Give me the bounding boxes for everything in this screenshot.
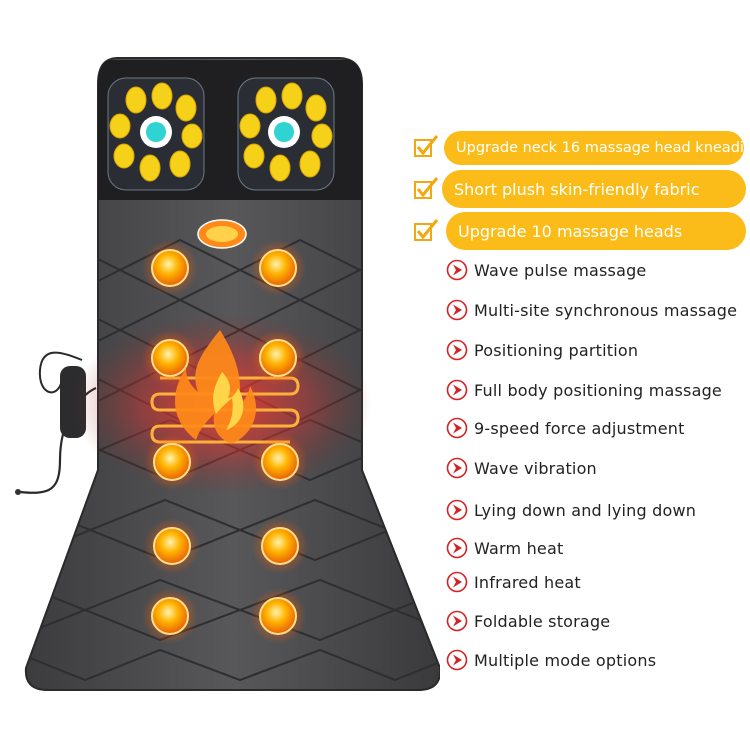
red-arrow-circle-icon xyxy=(446,299,468,321)
feature-item: Multiple mode options xyxy=(446,647,656,673)
check-mark-icon xyxy=(414,219,439,241)
feature-item: Positioning partition xyxy=(446,337,638,363)
massage-head xyxy=(151,339,189,377)
check-mark-icon xyxy=(414,135,439,157)
feature-item: Foldable storage xyxy=(446,608,610,634)
feature-item: Wave vibration xyxy=(446,455,597,481)
feature-label: Warm heat xyxy=(474,538,564,558)
feature-label: Foldable storage xyxy=(474,611,611,631)
red-arrow-circle-icon xyxy=(446,379,468,401)
massage-head xyxy=(151,249,189,287)
feature-item: Full body positioning massage xyxy=(446,377,722,403)
massage-head xyxy=(261,527,299,565)
feature-label: 9-speed force adjustment xyxy=(474,418,685,438)
feature-label: Multi-site synchronous massage xyxy=(474,300,738,320)
massage-head xyxy=(151,597,189,635)
feature-label: Wave pulse massage xyxy=(474,260,647,280)
feature-item: Wave pulse massage xyxy=(446,257,646,283)
massage-mat-image xyxy=(15,57,440,691)
feature-label: Full body positioning massage xyxy=(474,380,722,400)
highlight-neck-kneading: Upgrade neck 16 massage head kneading xyxy=(444,131,750,165)
feature-item: Lying down and lying down xyxy=(446,497,696,523)
plug-icon xyxy=(15,489,21,495)
red-arrow-circle-icon xyxy=(446,417,468,439)
massage-head xyxy=(153,443,191,481)
massage-heads xyxy=(142,240,308,644)
controller-cable xyxy=(38,351,83,394)
flame-icon xyxy=(175,330,256,444)
feature-label: Wave vibration xyxy=(474,458,597,478)
red-arrow-circle-icon xyxy=(446,537,468,559)
red-arrow-circle-icon xyxy=(446,259,468,281)
red-arrow-circle-icon xyxy=(446,499,468,521)
red-arrow-circle-icon xyxy=(446,610,468,632)
feature-item: Multi-site synchronous massage xyxy=(446,297,737,323)
feature-item: 9-speed force adjustment xyxy=(446,415,685,441)
neck-massager-left xyxy=(107,77,205,191)
highlight-massage-heads: Upgrade 10 massage heads xyxy=(446,212,746,250)
red-arrow-circle-icon xyxy=(446,649,468,671)
massage-head xyxy=(259,249,297,287)
feature-label: Multiple mode options xyxy=(474,650,657,670)
red-arrow-circle-icon xyxy=(446,457,468,479)
neck-massager-right xyxy=(237,77,335,191)
red-arrow-circle-icon xyxy=(446,339,468,361)
massage-head xyxy=(153,527,191,565)
feature-item: Warm heat xyxy=(446,535,563,561)
control-badge-inner xyxy=(206,226,238,242)
feature-label: Lying down and lying down xyxy=(474,500,697,520)
feature-label: Positioning partition xyxy=(474,340,639,360)
massage-head xyxy=(261,443,299,481)
check-mark-icon xyxy=(414,177,439,199)
feature-label: Infrared heat xyxy=(474,572,581,592)
highlight-plush-fabric: Short plush skin-friendly fabric xyxy=(442,170,746,208)
feature-item: Infrared heat xyxy=(446,569,581,595)
massage-head xyxy=(259,597,297,635)
red-arrow-circle-icon xyxy=(446,571,468,593)
massage-head xyxy=(259,339,297,377)
